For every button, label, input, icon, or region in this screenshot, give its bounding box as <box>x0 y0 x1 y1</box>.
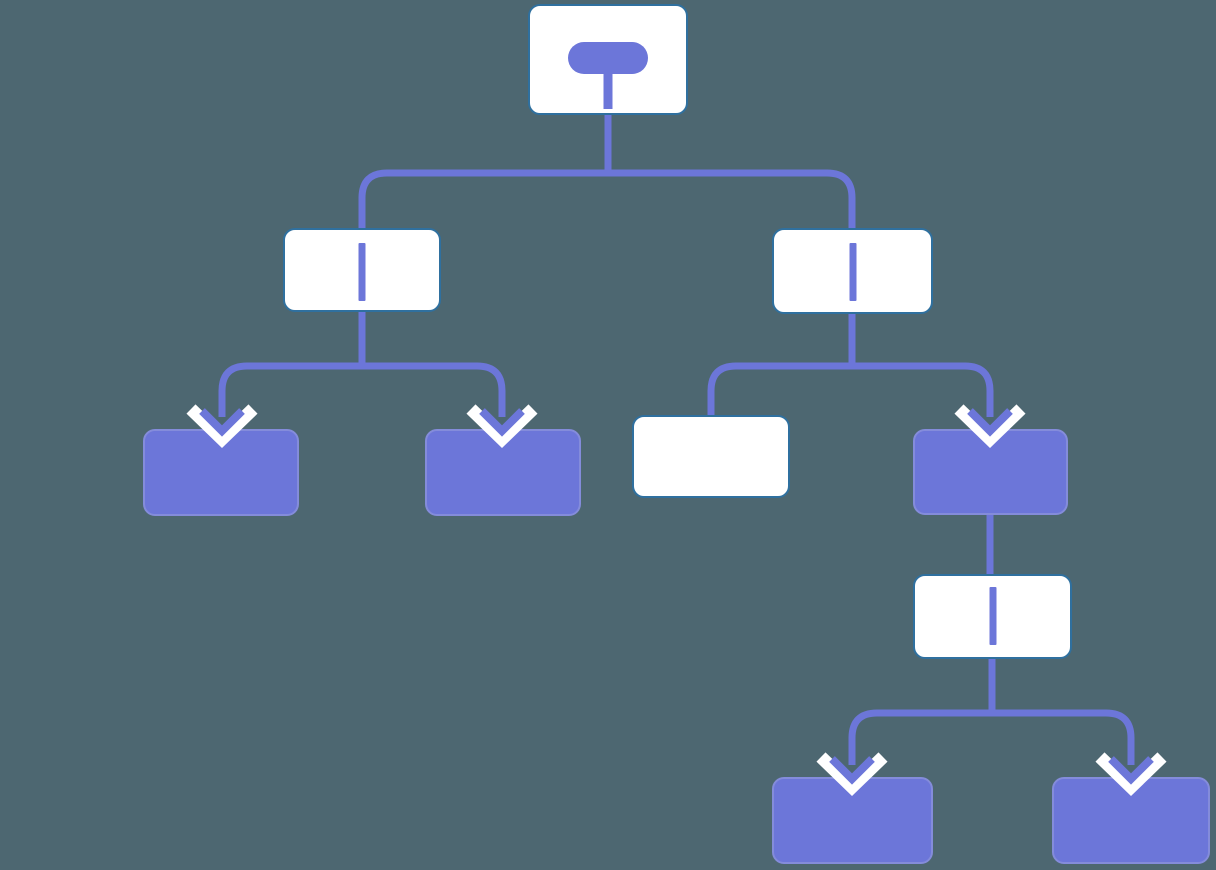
node-leaf-5[interactable] <box>1052 777 1210 864</box>
node-leaf-2[interactable] <box>425 429 581 516</box>
node-leaf-1[interactable] <box>143 429 299 516</box>
connector-branch-bottom-to-leaves <box>848 709 1135 765</box>
node-child-plain[interactable] <box>632 415 790 498</box>
node-branch-left[interactable] <box>283 228 441 312</box>
vertical-line-icon <box>849 243 856 301</box>
topic-pill-icon <box>568 42 648 74</box>
topic-pill-stem-icon <box>603 72 613 109</box>
connector-branch-right-to-children <box>707 362 994 417</box>
node-branch-bottom[interactable] <box>913 574 1072 659</box>
connector-branch-left-to-leaves <box>218 362 506 417</box>
node-branch-right[interactable] <box>772 228 933 314</box>
node-leaf-3[interactable] <box>913 429 1068 515</box>
connector-root-to-branches <box>358 169 856 228</box>
vertical-line-icon <box>989 587 996 645</box>
node-leaf-4[interactable] <box>772 777 933 864</box>
node-root[interactable] <box>528 4 688 115</box>
vertical-line-icon <box>358 243 366 301</box>
